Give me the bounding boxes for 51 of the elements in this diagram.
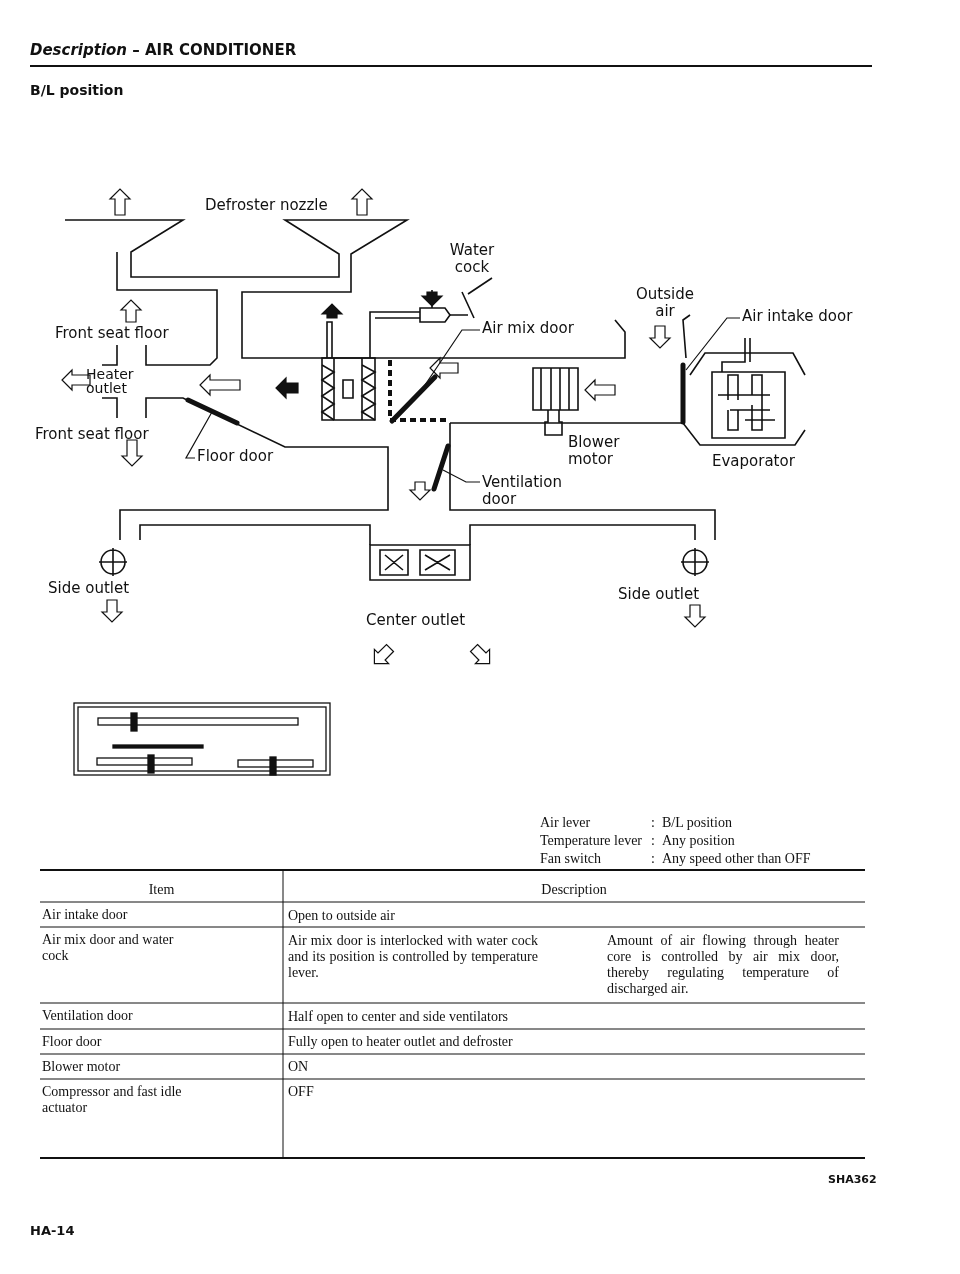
table-header: Description [540,882,608,899]
table-text: ON [288,1059,309,1076]
table-text: Floor door [42,1034,102,1051]
part-label: Side outlet [618,586,700,604]
table-text: Fully open to heater outlet and defroster [288,1034,513,1051]
part-label: Evaporator [712,453,795,471]
part-label: Defroster nozzle [205,197,328,215]
setting-value: Any position [662,833,735,850]
colon: : [651,815,655,832]
leader-line [685,317,741,371]
colon: : [651,833,655,850]
page-header: Description – AIR CONDITIONER [30,42,297,60]
ventilation-door-label: Ventilation door [482,474,577,509]
leader-line [424,329,481,386]
setting-name: Fan switch [540,851,602,868]
leader-line [184,411,213,459]
table-text: Blower motor [42,1059,121,1076]
table-text: OFF [288,1084,314,1101]
part-label: Water cock [448,242,496,277]
setting-name: Temperature lever [540,833,642,850]
part-label: Center outlet [366,612,466,630]
table-text: Half open to center and side ventilators [288,1009,509,1026]
setting-value: Any speed other than OFF [662,851,811,868]
leader-line [442,469,481,483]
part-label: Side outlet [48,580,130,598]
floor-door-label: Floor door [197,448,274,466]
part-label: Outside air [636,286,694,321]
figure-code: SHA362 [828,1174,877,1187]
air-intake-door-label: Air intake door [742,308,853,326]
table-text: Ventilation door [42,1008,133,1025]
colon: : [651,851,655,868]
air-mix-door-label: Air mix door [482,320,574,338]
table-text: Compressor and fast idle actuator [42,1084,182,1117]
door-flap [185,397,240,426]
part-label: Front seat floor [55,325,169,343]
table-text: Air intake door [42,907,128,924]
part-label: Heater outlet [86,367,135,395]
part-label: Front seat floor [35,426,149,444]
page-number: HA-14 [30,1224,75,1239]
door-flap [680,362,686,425]
table-text: Air mix door and water cock [42,932,175,965]
setting-name: Air lever [540,815,591,832]
door-flap [389,374,438,424]
section-title: B/L position [30,82,124,99]
setting-value: B/L position [662,815,732,832]
door-flap [431,443,451,492]
table-text: Open to outside air [288,908,395,925]
table-text: Air mix door is interlocked with water cock and its position is controlled by temperature lever. [288,933,538,982]
table-header: Item [147,882,176,899]
part-label: Blower motor [568,434,621,469]
table-text: Amount of air flowing through heater core is controlled by air mix door, thereby regulating temperature of discharged air. [607,933,839,998]
